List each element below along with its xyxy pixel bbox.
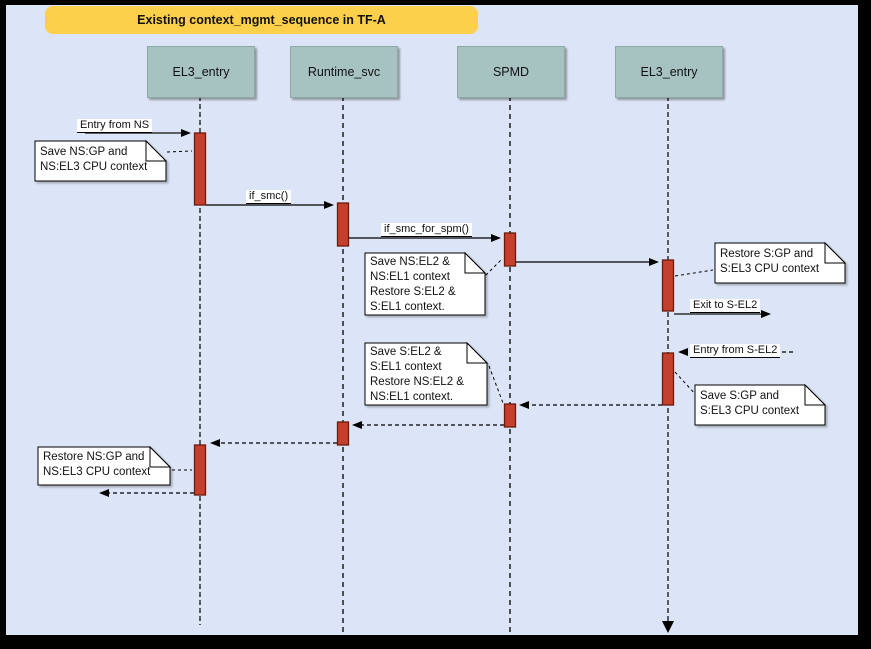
activation-spmd-2 — [503, 403, 517, 428]
message-label-exit-to-s-el2: Exit to S-EL2 — [690, 299, 761, 313]
note-shape-restore-s — [714, 242, 846, 284]
note-restore-s-context: Restore S:GP and S:EL3 CPU context — [720, 248, 820, 275]
note-fold-icon — [145, 139, 168, 162]
note-shape-restore-ns — [37, 446, 171, 486]
activation-runtime-2 — [336, 421, 350, 446]
note-spmd-save-s: Save S:EL2 & S:EL1 context Restore NS:EL… — [370, 346, 464, 403]
connector-note-save-s — [674, 371, 698, 397]
note-spmd-save-ns: Save NS:EL2 & NS:EL1 context Restore S:E… — [370, 256, 456, 313]
connector-note-save-ns — [166, 150, 193, 153]
connector-note-restore-s — [674, 269, 714, 277]
lifeline-head-runtime-svc: Runtime_svc — [290, 46, 398, 98]
activation-el3r-1 — [661, 259, 675, 312]
lifeline-label: EL3_entry — [640, 65, 698, 79]
message-label-if-smc-for-spm: if_smc_for_spm() — [381, 223, 472, 237]
diagram-canvas — [6, 5, 858, 635]
note-fold-icon — [466, 341, 489, 364]
lifeline-label: Runtime_svc — [307, 65, 381, 79]
note-fold-icon — [824, 241, 847, 264]
lifeline-label: EL3_entry — [172, 65, 230, 79]
lifeline-head-el3-entry-left: EL3_entry — [147, 46, 255, 98]
note-fold-icon — [804, 383, 827, 406]
lifeline-head-spmd: SPMD — [457, 46, 565, 98]
message-label-if-smc: if_smc() — [246, 190, 292, 204]
note-fold-icon — [464, 251, 487, 274]
note-shape-save-ns — [34, 140, 167, 182]
note-save-s-context: Save S:GP and S:EL3 CPU context — [700, 390, 800, 417]
connector-note-spmd-save-s — [488, 365, 504, 404]
diagram-title: Existing context_mgmt_sequence in TF-A — [45, 6, 478, 34]
note-restore-ns-context: Restore NS:GP and NS:EL3 CPU context — [43, 451, 151, 478]
lifeline-end-arrow-icon — [662, 621, 674, 633]
lifeline-label: SPMD — [492, 65, 530, 79]
message-label-entry-from-s-el2: Entry from S-EL2 — [690, 344, 781, 358]
note-shape-spmd-save-ns — [364, 252, 486, 316]
note-shape-save-s — [694, 384, 826, 426]
lifeline-head-el3-entry-right: EL3_entry — [615, 46, 723, 98]
activation-spmd-1 — [503, 232, 517, 267]
note-fold-icon — [149, 445, 172, 468]
activation-el3l-1 — [193, 132, 207, 206]
note-save-ns-context: Save NS:GP and NS:EL3 CPU context — [40, 146, 148, 173]
activation-runtime-1 — [336, 202, 350, 247]
message-label-entry-from-ns: Entry from NS — [77, 119, 153, 133]
activation-el3l-2 — [193, 444, 207, 496]
note-shape-spmd-save-s — [364, 342, 488, 406]
activation-el3r-2 — [661, 352, 675, 406]
